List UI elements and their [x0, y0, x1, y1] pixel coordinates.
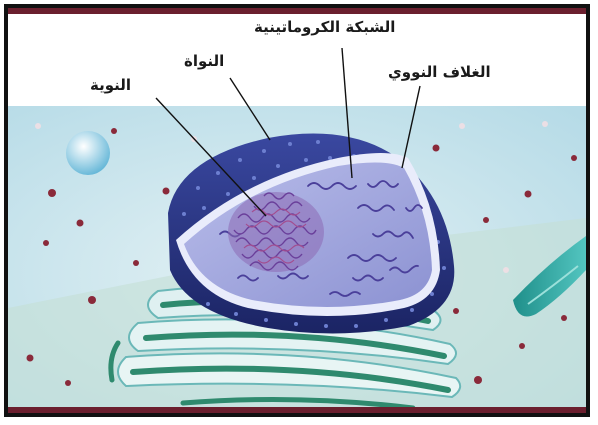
cell-illustration	[8, 8, 586, 413]
diagram-frame: الشبكة الكروماتينية النواة الغلاف النووي…	[4, 4, 590, 417]
nucleolus	[228, 192, 324, 272]
label-chromatin: الشبكة الكروماتينية	[254, 18, 395, 36]
vesicle	[66, 131, 110, 175]
label-nucleolus: النوية	[90, 76, 131, 94]
label-nucleus: النواة	[184, 52, 224, 70]
label-envelope: الغلاف النووي	[388, 63, 491, 81]
